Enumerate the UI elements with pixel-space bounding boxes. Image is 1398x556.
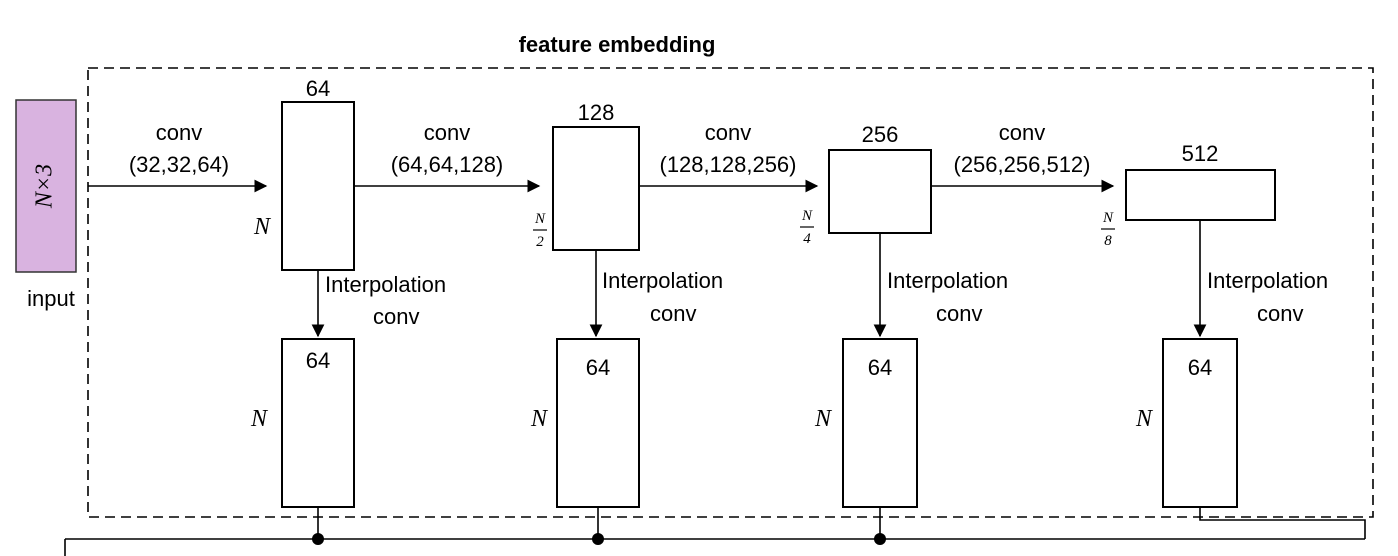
conv-params-2: (64,64,128) [391, 152, 504, 177]
conv-label-1: conv [156, 120, 202, 145]
encoder-channels-2: 128 [578, 100, 615, 125]
decoder-rows-2: N [530, 406, 549, 432]
feature-embedding-region [87, 67, 1374, 518]
input-caption: input [27, 286, 75, 311]
encoder-rows-2: N 2 [533, 211, 547, 250]
concat-tap-4 [1199, 507, 1366, 539]
encoder-rows-3: N 4 [800, 208, 814, 247]
conv-label-2: conv [424, 120, 470, 145]
interpolation-label-2: Interpolation [602, 268, 723, 293]
conv-params-4: (256,256,512) [954, 152, 1091, 177]
encoder-block-1 [281, 101, 355, 271]
encoder-rows-2-numerator: N [534, 211, 546, 227]
encoder-block-2 [552, 126, 640, 251]
conv-params-1: (32,32,64) [129, 152, 229, 177]
conv-label-3: conv [705, 120, 751, 145]
interpolation-label-4: Interpolation [1207, 268, 1328, 293]
encoder-channels-4: 512 [1182, 141, 1219, 166]
decoder-rows-4: N [1135, 406, 1154, 432]
encoder-channels-3: 256 [862, 122, 899, 147]
decoder-channels-1: 64 [306, 348, 330, 373]
encoder-rows-4-denominator: 8 [1104, 233, 1112, 249]
encoder-block-3 [828, 149, 932, 234]
input-block [15, 99, 77, 273]
decoder-block-3 [842, 338, 918, 508]
diagram-title: feature embedding [519, 32, 716, 57]
encoder-rows-3-numerator: N [801, 208, 813, 224]
decoder-rows-1: N [250, 406, 269, 432]
encoder-rows-4: N 8 [1101, 210, 1115, 249]
conv-params-3: (128,128,256) [660, 152, 797, 177]
encoder-rows-2-denominator: 2 [536, 234, 544, 250]
decoder-channels-2: 64 [586, 355, 610, 380]
encoder-channels-1: 64 [306, 76, 330, 101]
decoder-channels-4: 64 [1188, 355, 1212, 380]
interpolation-conv-label-1: conv [373, 304, 419, 329]
junction-dot-3 [874, 533, 886, 545]
encoder-rows-4-numerator: N [1102, 210, 1114, 226]
encoder-rows-3-denominator: 4 [803, 231, 811, 247]
junction-dot-1 [312, 533, 324, 545]
interpolation-conv-label-3: conv [936, 301, 982, 326]
interpolation-label-1: Interpolation [325, 272, 446, 297]
interpolation-label-3: Interpolation [887, 268, 1008, 293]
input-block-label: N×3 [32, 164, 58, 209]
conv-label-4: conv [999, 120, 1045, 145]
interpolation-conv-label-2: conv [650, 301, 696, 326]
encoder-block-4 [1125, 169, 1276, 221]
encoder-rows-1: N [253, 214, 272, 240]
decoder-channels-3: 64 [868, 355, 892, 380]
interpolation-conv-label-4: conv [1257, 301, 1303, 326]
decoder-rows-3: N [814, 406, 833, 432]
junction-dot-2 [592, 533, 604, 545]
